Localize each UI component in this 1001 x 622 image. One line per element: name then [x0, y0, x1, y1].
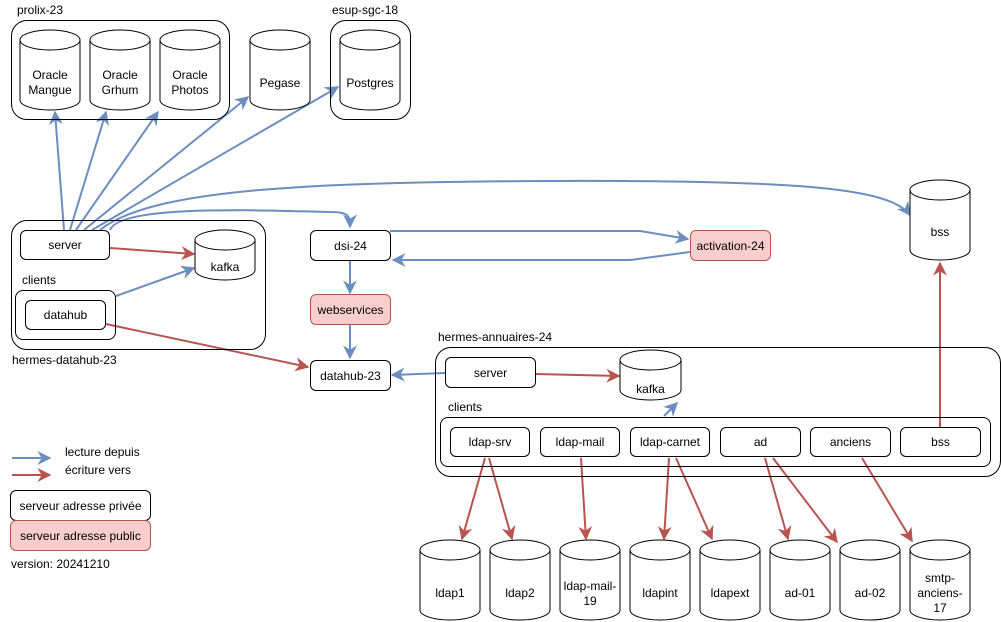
client-anciens[interactable]: anciens: [810, 427, 891, 457]
group-esup: [330, 20, 411, 120]
datahub-client[interactable]: datahub: [25, 300, 106, 330]
client-ldap-carnet[interactable]: ldap-carnet: [630, 427, 710, 457]
db-kafka-datahub[interactable]: kafka: [194, 229, 256, 281]
arrow-ad-to-ad01: [764, 457, 792, 541]
group-prolix: [11, 20, 230, 120]
version-label: version: 20241210: [11, 557, 110, 571]
clients-label: clients: [22, 273, 57, 287]
arrow-server-to-kafka: [109, 246, 196, 261]
arrow-ldap-carnet-to-ldapint: [657, 457, 672, 541]
arrow-datahub-client-to-datahub23: [105, 323, 310, 372]
arrow-ldap-srv-to-ldap1: [458, 457, 486, 541]
legend-read-label: lecture depuis: [65, 445, 140, 459]
arrow-server-to-dsi: [109, 209, 357, 231]
db-ad-01[interactable]: ad-01: [769, 539, 831, 621]
arrow-server-to-pegase: [83, 96, 250, 231]
arrow-dsi-to-activation: [390, 230, 690, 244]
group-label-prolix: prolix-23: [17, 3, 64, 17]
arrow-server-to-postgres: [91, 86, 340, 231]
db-oracle-grhum[interactable]: Oracle Grhum: [89, 29, 151, 111]
db-label-line: ldap2: [505, 586, 535, 600]
db-ldap1[interactable]: ldap1: [419, 539, 481, 621]
arrow-server-to-bss: [99, 179, 911, 231]
group-label-hermes-datahub: hermes-datahub-23: [12, 353, 117, 367]
arrow-activation-to-dsi: [391, 251, 691, 267]
arrow-ldap-mail-to-ldap-mail-19: [578, 457, 593, 541]
db-label: kafka: [636, 382, 665, 396]
db-postgres[interactable]: Postgres: [339, 29, 401, 111]
db-oracle-photos[interactable]: Oracle Photos: [159, 29, 221, 111]
db-kafka-annuaires[interactable]: kafka: [619, 349, 682, 401]
group-label-hermes-annuaires: hermes-annuaires-24: [438, 330, 553, 344]
legend-public-server: serveur adresse public: [10, 520, 151, 551]
arrow-ldap-carnet-to-ldapext: [675, 457, 714, 541]
arrow-clients-to-kafka: [115, 265, 196, 297]
db-label-line: Oracle: [32, 68, 68, 82]
db-label: kafka: [210, 260, 240, 274]
db-ldap-mail-19[interactable]: ldap-mail-19: [559, 539, 621, 621]
service-dsi[interactable]: dsi-24: [310, 230, 391, 261]
db-ad-02[interactable]: ad-02: [839, 539, 901, 621]
annuaires-server[interactable]: server: [445, 357, 536, 388]
db-label-line: ldap-mail-: [563, 578, 617, 593]
db-label: Postgres: [346, 76, 394, 90]
arrow-clients-to-annuaires-kafka: [663, 402, 678, 417]
group-hermes-datahub: [11, 220, 266, 350]
db-label-line: ad-02: [854, 586, 886, 600]
arrow-anciens-to-smtp: [861, 457, 913, 543]
db-label: Pegase: [259, 76, 301, 90]
db-label-line: ldap1: [435, 586, 465, 600]
arrow-ldap-srv-to-ldap2: [488, 457, 516, 541]
client-ad[interactable]: ad: [720, 427, 801, 457]
db-label-line: anciens-: [917, 586, 963, 600]
db-label-line: Photos: [171, 83, 209, 97]
db-oracle-mangue[interactable]: Oracle Mangue: [19, 29, 81, 111]
db-label-line: ldapint: [642, 586, 678, 600]
db-label-line: Mangue: [28, 83, 72, 97]
clients-container: [440, 417, 991, 467]
arrow-server-to-oracle-mangue: [48, 110, 65, 231]
db-label-line: 19: [583, 593, 597, 608]
db-ldapext[interactable]: ldapext: [699, 539, 761, 621]
arrow-annuaires-server-to-datahub: [390, 367, 446, 382]
clients-container: [15, 290, 116, 340]
arrow-server-to-oracle-photos: [75, 110, 159, 231]
group-label-esup: esup-sgc-18: [332, 3, 399, 17]
legend-private-server: serveur adresse privée: [10, 490, 151, 521]
client-ldap-mail[interactable]: ldap-mail: [540, 427, 620, 457]
db-label: bss: [930, 225, 950, 239]
arrow-annuaires-server-to-kafka: [535, 368, 621, 383]
service-webservices[interactable]: webservices: [310, 294, 391, 325]
client-bss[interactable]: bss: [900, 427, 981, 457]
db-bss[interactable]: bss: [909, 179, 971, 261]
db-ldap2[interactable]: ldap2: [489, 539, 551, 621]
db-label-line: 17: [933, 601, 947, 615]
db-label-line: ad-01: [784, 586, 816, 600]
client-ldap-srv[interactable]: ldap-srv: [450, 427, 530, 457]
legend-write-label: écriture vers: [65, 463, 132, 477]
arrow-server-to-oracle-grhum: [69, 110, 110, 231]
db-label-line: Oracle: [102, 68, 138, 82]
service-datahub[interactable]: datahub-23: [310, 360, 391, 391]
clients-label: clients: [448, 400, 483, 414]
db-label-line: smtp-: [925, 571, 955, 585]
datahub-server[interactable]: server: [20, 230, 110, 260]
arrow-ad-to-ad02: [772, 457, 838, 544]
db-label-line: ldapext: [710, 586, 750, 600]
service-activation[interactable]: activation-24: [690, 230, 771, 261]
db-label-line: Oracle: [172, 68, 208, 82]
db-ldapint[interactable]: ldapint: [629, 539, 691, 621]
db-label-line: Grhum: [101, 83, 139, 97]
db-smtp-anciens-17[interactable]: smtp-anciens-17: [909, 539, 971, 621]
db-pegase[interactable]: Pegase: [249, 29, 311, 111]
